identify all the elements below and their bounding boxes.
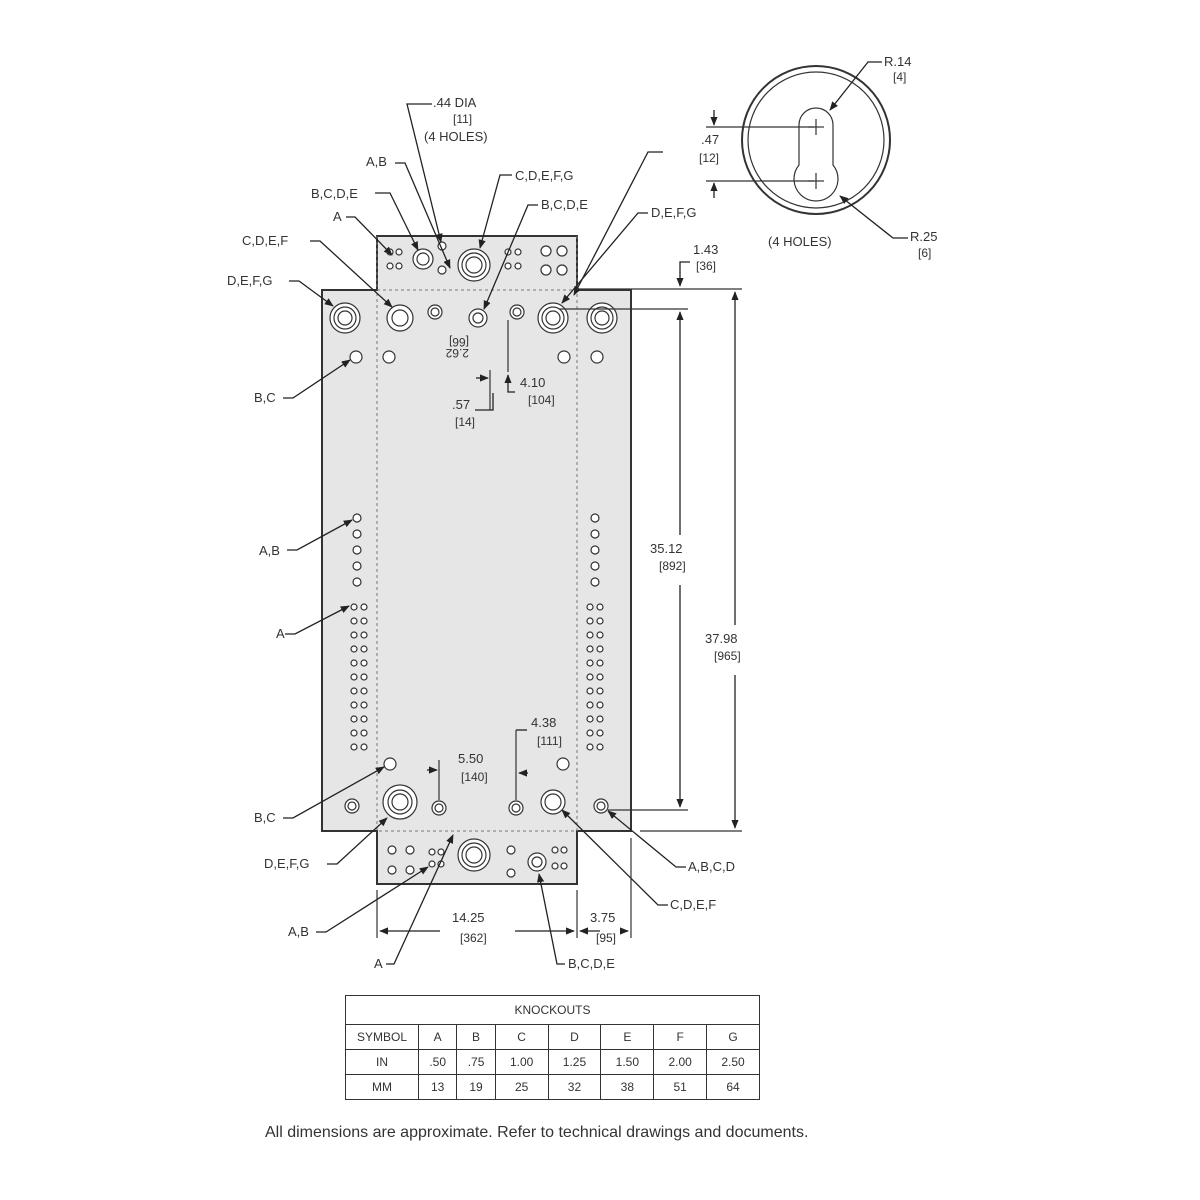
left-side-knockouts xyxy=(350,513,368,751)
label-defg-left: D,E,F,G xyxy=(227,273,273,288)
label-bc-lower: B,C xyxy=(254,810,276,825)
table-header-row: SYMBOL A B C D E F G xyxy=(345,1024,760,1050)
dim-3798-mm: [965] xyxy=(714,649,741,663)
label-defg-bottom: D,E,F,G xyxy=(264,856,310,871)
footnote: All dimensions are approximate. Refer to… xyxy=(265,1124,809,1141)
label-ab-mid: A,B xyxy=(259,543,280,558)
table-header-symbol: SYMBOL xyxy=(345,1024,419,1050)
dim-57-mm: [14] xyxy=(455,415,475,429)
keyhole-detail xyxy=(706,61,908,239)
dim-375-mm: [95] xyxy=(596,931,616,945)
label-a-bottom: A xyxy=(374,956,383,971)
label-bcde-bottom: B,C,D,E xyxy=(568,956,615,971)
dim-143-mm: [36] xyxy=(696,259,716,273)
dim-438-mm: [111] xyxy=(537,734,562,748)
dim-550: 5.50 xyxy=(458,751,483,766)
dimension-lines xyxy=(376,261,742,938)
label-holes-dia-mm: [11] xyxy=(453,112,472,126)
table-cell: 32 xyxy=(547,1074,602,1100)
label-d47-mm: [12] xyxy=(699,151,719,165)
callout-leaders xyxy=(283,103,686,965)
label-cdef-right: C,D,E,F xyxy=(670,897,716,912)
label-ab-bottom: A,B xyxy=(288,924,309,939)
dim-262: 2.62 xyxy=(445,346,469,360)
label-holes-dia: .44 DIA xyxy=(433,95,477,110)
bottom-tab-knockouts xyxy=(387,838,568,878)
dim-550-mm: [140] xyxy=(461,770,488,784)
label-ab-top: A,B xyxy=(366,154,387,169)
table-cell: 64 xyxy=(706,1074,760,1100)
table-cell: 19 xyxy=(456,1074,496,1100)
label-a-mid: A xyxy=(276,626,285,641)
label-d47: .47 xyxy=(701,132,719,147)
label-defg-top-right: D,E,F,G xyxy=(651,205,697,220)
label-holes-count: (4 HOLES) xyxy=(424,129,488,144)
dim-143: 1.43 xyxy=(693,242,718,257)
row-label: IN xyxy=(345,1049,419,1075)
symbol-cell: A xyxy=(417,1024,458,1050)
table-cell: 1.50 xyxy=(600,1049,655,1075)
table-cell: 25 xyxy=(494,1074,549,1100)
table-cell: 38 xyxy=(600,1074,655,1100)
upper-body-knockouts xyxy=(329,302,618,364)
dim-262-mm: [66] xyxy=(449,335,469,349)
symbol-cell: D xyxy=(547,1024,602,1050)
right-side-knockouts xyxy=(586,513,604,751)
detail-labels: R.14 [4] .47 [12] R.25 [6] (4 HOLES) xyxy=(699,54,937,260)
dim-1425-mm: [362] xyxy=(460,931,487,945)
table-cell: .75 xyxy=(456,1049,496,1075)
symbol-cell: B xyxy=(456,1024,496,1050)
table-row: IN .50 .75 1.00 1.25 1.50 2.00 2.50 xyxy=(345,1049,760,1075)
label-bc-upper: B,C xyxy=(254,390,276,405)
label-bcde-top-mid: B,C,D,E xyxy=(541,197,588,212)
label-cdef-left: C,D,E,F xyxy=(242,233,288,248)
symbol-cell: G xyxy=(706,1024,760,1050)
dim-3798: 37.98 xyxy=(705,631,738,646)
label-abcd-right: A,B,C,D xyxy=(688,859,735,874)
label-cdefg-top: C,D,E,F,G xyxy=(515,168,574,183)
dim-438: 4.38 xyxy=(531,715,556,730)
label-r25: R.25 xyxy=(910,229,937,244)
table-cell: 1.25 xyxy=(547,1049,602,1075)
dim-375: 3.75 xyxy=(590,910,615,925)
dim-410: 4.10 xyxy=(520,375,545,390)
knockouts-table: KNOCKOUTS SYMBOL A B C D E F G IN .50 .7… xyxy=(345,995,760,1100)
table-cell: .50 xyxy=(417,1049,458,1075)
enclosure-back-panel xyxy=(321,235,632,885)
table-cell: 13 xyxy=(417,1074,458,1100)
label-r14: R.14 xyxy=(884,54,911,69)
label-r25-mm: [6] xyxy=(918,246,931,260)
table-cell: 2.50 xyxy=(706,1049,760,1075)
label-bcde-top-left: B,C,D,E xyxy=(311,186,358,201)
dim-3512-mm: [892] xyxy=(659,559,686,573)
table-row: MM 13 19 25 32 38 51 64 xyxy=(345,1074,760,1100)
label-detail-holes: (4 HOLES) xyxy=(768,234,832,249)
row-label: MM xyxy=(345,1074,419,1100)
table-cell: 1.00 xyxy=(494,1049,549,1075)
callout-labels: .44 DIA [11] (4 HOLES) A,B B,C,D,E A C,D… xyxy=(227,95,735,971)
dimension-labels: 1.43 [36] 35.12 [892] 37.98 [965] 4.10 [… xyxy=(445,242,740,945)
label-r14-mm: [4] xyxy=(893,70,906,84)
label-a-top-left: A xyxy=(333,209,342,224)
dim-57: .57 xyxy=(452,397,470,412)
dim-1425: 14.25 xyxy=(452,910,485,925)
dim-410-mm: [104] xyxy=(528,393,555,407)
table-cell: 2.00 xyxy=(653,1049,708,1075)
knockouts-table-title: KNOCKOUTS xyxy=(345,995,760,1025)
dim-3512: 35.12 xyxy=(650,541,683,556)
symbol-cell: F xyxy=(653,1024,708,1050)
table-cell: 51 xyxy=(653,1074,708,1100)
symbol-cell: C xyxy=(494,1024,549,1050)
symbol-cell: E xyxy=(600,1024,655,1050)
lower-body-knockouts xyxy=(344,757,609,820)
